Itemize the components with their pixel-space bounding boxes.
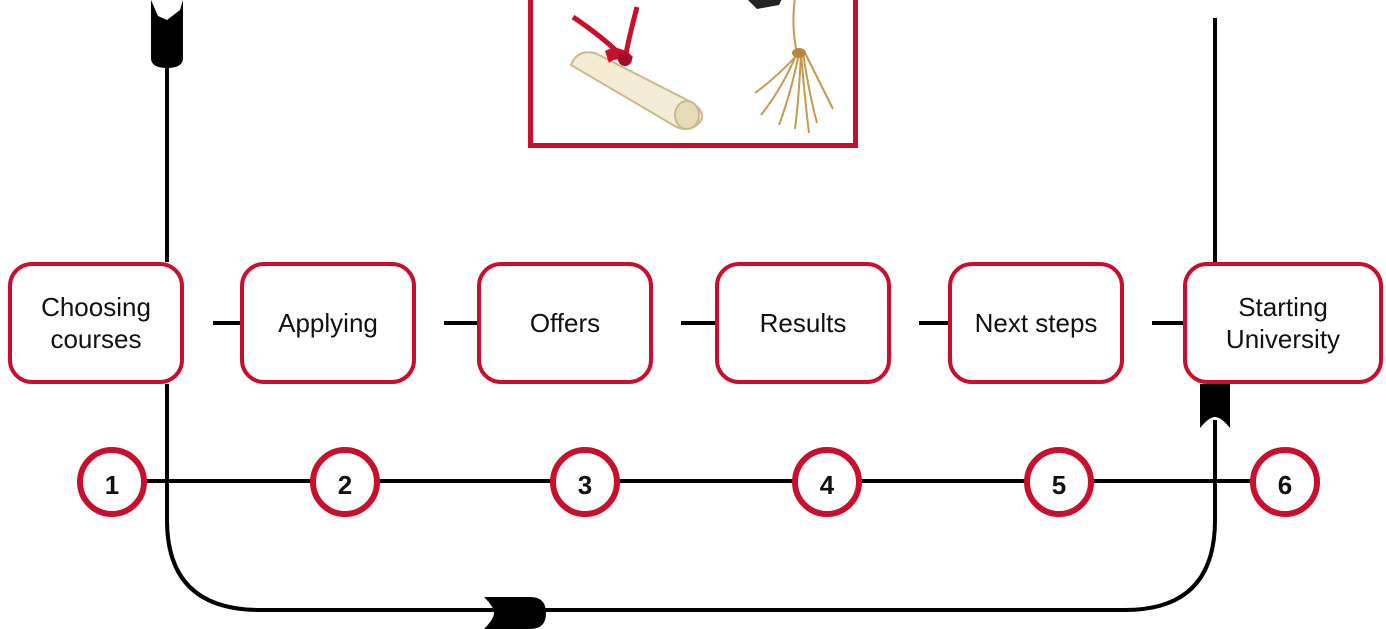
step-number-text: 2 [337, 469, 353, 500]
top-left-marker-icon [151, 0, 183, 68]
step-number-3[interactable]: 3 [550, 447, 620, 517]
mortarboard-icon [748, 0, 782, 9]
diploma-scroll-icon [569, 6, 704, 130]
step-label: Results [759, 307, 847, 338]
graduation-diploma-icon [569, 0, 834, 134]
step-box-offers[interactable]: Offers [477, 262, 653, 384]
step-number-5[interactable]: 5 [1024, 447, 1094, 517]
step-number-2[interactable]: 2 [310, 447, 380, 517]
graduation-image-frame [528, 0, 858, 148]
step-label: Offers [529, 307, 601, 338]
step-number-text: 3 [577, 469, 593, 500]
step-number-4[interactable]: 4 [792, 447, 862, 517]
step-number-1[interactable]: 1 [77, 447, 147, 517]
step-box-choosing-courses[interactable]: Choosing courses [8, 262, 184, 384]
step-label: Choosing courses [41, 291, 151, 355]
step-label: Starting University [1225, 291, 1341, 355]
step-label: Applying [278, 307, 378, 338]
bottom-arrow-marker-icon [484, 597, 546, 629]
step-number-text: 4 [819, 469, 835, 500]
step-number-text: 1 [104, 469, 120, 500]
step-box-next-steps[interactable]: Next steps [948, 262, 1124, 384]
step-box-results[interactable]: Results [715, 262, 891, 384]
return-path [165, 384, 1217, 612]
step-number-6[interactable]: 6 [1250, 447, 1320, 517]
step-label: Next steps [974, 307, 1098, 338]
step-box-applying[interactable]: Applying [240, 262, 416, 384]
tassel-icon [754, 0, 834, 134]
step-number-text: 6 [1277, 469, 1293, 500]
right-marker-icon [1200, 384, 1230, 428]
step-box-starting-university[interactable]: Starting University [1183, 262, 1383, 384]
step-number-text: 5 [1051, 469, 1067, 500]
